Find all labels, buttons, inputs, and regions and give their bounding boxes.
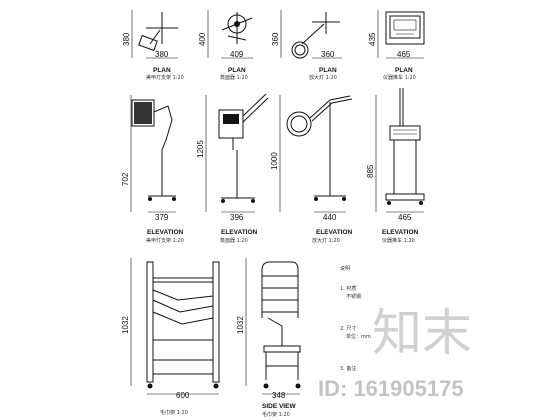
side-view-sub: 毛巾架 1:20 <box>262 411 290 418</box>
elev-2-height-dim: 1205 <box>196 140 205 158</box>
elev-1-height-dim: 702 <box>121 172 130 186</box>
note-line-3: 不锈钢 <box>346 293 361 300</box>
elev-4-sub: 仪器推车 1:20 <box>382 237 415 244</box>
plan-3-sub: 放大灯 1:20 <box>309 74 337 81</box>
plan-1-height-dim: 380 <box>122 32 131 46</box>
plan-1-width-dim: 380 <box>155 50 169 59</box>
plan-steamer: 400 409 PLAN 蒸面器 1:20 <box>198 10 253 81</box>
plan-2-label: PLAN <box>228 67 246 74</box>
elev-3-width-dim: 440 <box>323 213 337 222</box>
note-line-5: 单位：mm <box>346 333 371 340</box>
elev-4-label: ELEVATION <box>382 229 419 236</box>
note-line-4: 2. 尺寸 <box>340 325 356 332</box>
elev-4-width-dim: 465 <box>398 213 412 222</box>
elevation-nail-lamp: 702 379 ELEVATION 美甲灯支架 1:20 <box>121 95 184 244</box>
plan-4-sub: 仪器推车 1:20 <box>383 74 416 81</box>
plan-2-height-dim: 400 <box>198 32 207 46</box>
elev-2-sub: 蒸面器 1:20 <box>220 237 248 244</box>
elev-4-height-dim: 885 <box>366 164 375 178</box>
plan-3-width-dim: 360 <box>321 50 335 59</box>
plan-1-sub: 美甲灯支架 1:20 <box>146 74 184 81</box>
elev-1-label: ELEVATION <box>147 229 184 236</box>
plan-4-height-dim: 435 <box>368 32 377 46</box>
side-height-dim: 1032 <box>236 316 245 334</box>
plan-4-width-dim: 465 <box>397 50 411 59</box>
elevation-instrument-cart: 885 465 ELEVATION 仪器推车 1:20 <box>366 88 425 244</box>
trolley-width-dim: 600 <box>176 391 190 400</box>
watermark-logo-text: 知末 <box>372 304 472 362</box>
trolley-height-dim: 1032 <box>121 316 130 334</box>
plan-nail-lamp: 380 380 PLAN 美甲灯支架 1:20 <box>122 10 184 81</box>
watermark: 知末 ID: 161905175 <box>318 304 472 401</box>
plan-2-width-dim: 409 <box>230 50 244 59</box>
plan-instrument-cart: 435 465 PLAN 仪器推车 1:20 <box>368 10 425 81</box>
side-view-label: SIDE VIEW <box>262 403 296 410</box>
note-line-1: 说明 <box>340 265 350 272</box>
plan-1-label: PLAN <box>153 67 171 74</box>
plan-2-sub: 蒸面器 1:20 <box>220 74 248 81</box>
side-width-dim: 348 <box>272 391 286 400</box>
plan-4-label: PLAN <box>395 67 413 74</box>
towel-trolley-side: 1032 348 SIDE VIEW 毛巾架 1:20 <box>236 258 301 418</box>
elevation-magnifier-lamp: 1000 440 ELEVATION 放大灯 1:20 <box>270 95 353 244</box>
plan-magnifier-lamp: 360 360 PLAN 放大灯 1:20 <box>271 10 342 81</box>
elev-1-sub: 美甲灯支架 1:20 <box>146 237 184 244</box>
watermark-id-text: ID: 161905175 <box>318 376 464 401</box>
elev-1-width-dim: 379 <box>155 213 169 222</box>
plan-3-label: PLAN <box>319 67 337 74</box>
elev-3-height-dim: 1000 <box>270 152 279 170</box>
towel-trolley-front: 1032 600 毛巾架 1:20 <box>121 258 220 416</box>
elev-3-label: ELEVATION <box>316 229 353 236</box>
elevation-steamer: 1205 396 ELEVATION 蒸面器 1:20 <box>196 93 269 244</box>
note-line-2: 1. 材质 <box>340 285 356 292</box>
elev-3-sub: 放大灯 1:20 <box>312 237 340 244</box>
trolley-sub: 毛巾架 1:20 <box>160 409 188 416</box>
plan-3-height-dim: 360 <box>271 32 280 46</box>
elev-2-width-dim: 396 <box>230 213 244 222</box>
elev-2-label: ELEVATION <box>221 229 258 236</box>
note-line-6: 3. 备注 <box>340 365 356 372</box>
notes-block: 说明 1. 材质 不锈钢 2. 尺寸 单位：mm 3. 备注 <box>340 265 371 372</box>
